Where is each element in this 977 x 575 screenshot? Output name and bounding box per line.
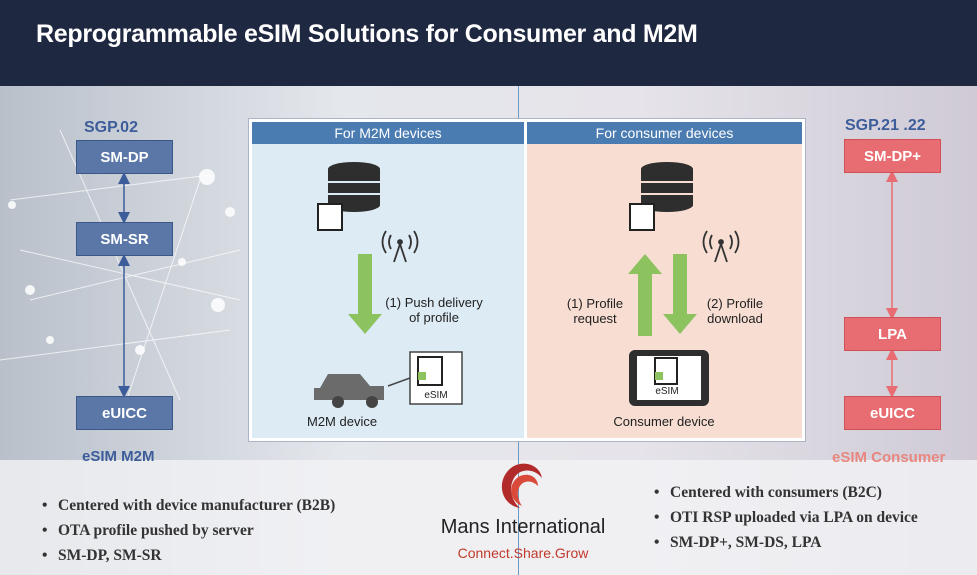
list-item: Centered with device manufacturer (B2B) xyxy=(34,497,335,522)
right-bullet-list: Centered with consumers (B2C) OTI RSP up… xyxy=(646,484,918,559)
lpa-box: LPA xyxy=(844,317,941,351)
m2m-header: For M2M devices xyxy=(252,122,524,144)
m2m-server-icon xyxy=(317,162,380,231)
right-euicc-box: eUICC xyxy=(844,396,941,430)
consumer-server-icon xyxy=(629,162,693,231)
right-spec-label: SGP.21 .22 xyxy=(845,117,926,134)
list-item: OTI RSP uploaded via LPA on device xyxy=(646,509,918,534)
car-icon xyxy=(314,374,411,408)
sm-dp-plus-box: SM-DP+ xyxy=(844,139,941,173)
smartphone-icon xyxy=(629,350,709,406)
sm-sr-box: SM-SR xyxy=(76,222,173,256)
profile-download-arrow xyxy=(663,254,697,334)
title-bar: Reprogrammable eSIM Solutions for Consum… xyxy=(0,0,977,86)
consumer-header: For consumer devices xyxy=(527,122,802,144)
list-item: Centered with consumers (B2C) xyxy=(646,484,918,509)
list-item: OTA profile pushed by server xyxy=(34,522,335,547)
company-tagline: Connect.Share.Grow xyxy=(457,545,589,561)
page-title: Reprogrammable eSIM Solutions for Consum… xyxy=(36,20,698,48)
consumer-antenna-icon xyxy=(702,230,740,263)
company-name: Mans International xyxy=(440,516,606,538)
left-bullet-list: Centered with device manufacturer (B2B) … xyxy=(34,497,335,572)
left-spec-label: SGP.02 xyxy=(84,119,138,136)
logo-swirl-icon xyxy=(501,463,542,508)
sm-dp-box: SM-DP xyxy=(76,140,173,174)
consumer-column: For consumer devices xyxy=(527,122,802,438)
esim-comparison-panel: For M2M devices xyxy=(248,118,806,442)
push-label-line1: (1) Push delivery xyxy=(385,295,483,310)
m2m-antenna-icon xyxy=(381,230,419,263)
m2m-column: For M2M devices xyxy=(252,122,524,438)
push-label-line2: of profile xyxy=(409,310,459,325)
list-item: SM-DP+, SM-DS, LPA xyxy=(646,534,918,559)
request-label-line2: request xyxy=(573,311,617,326)
download-label-line1: (2) Profile xyxy=(706,296,764,311)
request-label-line1: (1) Profile xyxy=(566,296,624,311)
m2m-sim-card-icon xyxy=(409,351,463,405)
download-label-line2: download xyxy=(707,311,763,326)
m2m-esim-label: eSIM xyxy=(424,390,448,401)
consumer-device-label: Consumer device xyxy=(613,414,715,429)
m2m-device-label: M2M device xyxy=(307,414,378,429)
profile-request-arrow xyxy=(628,254,662,336)
right-caption: eSIM Consumer xyxy=(832,449,946,466)
list-item: SM-DP, SM-SR xyxy=(34,547,335,572)
left-euicc-box: eUICC xyxy=(76,396,173,430)
m2m-push-arrow xyxy=(348,254,382,334)
left-caption: eSIM M2M xyxy=(82,448,155,465)
consumer-esim-label: eSIM xyxy=(655,386,679,397)
